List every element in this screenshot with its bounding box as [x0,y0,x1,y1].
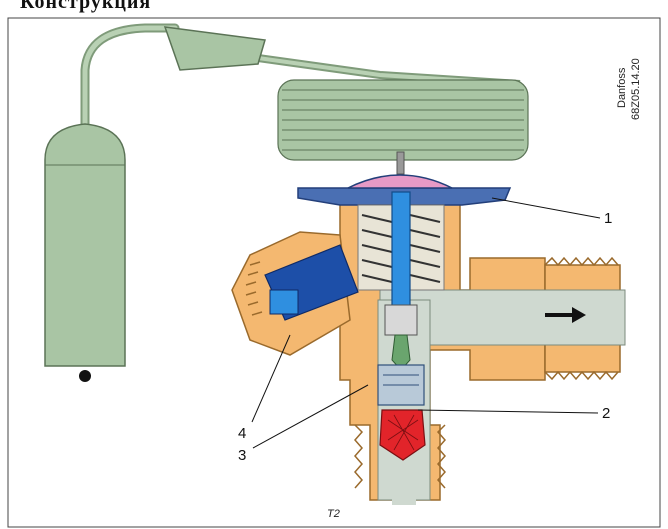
callout-3-leader [252,384,369,449]
capillary-clamp [163,26,266,71]
callout-3: 3 [238,447,246,464]
callout-4-leader [251,334,291,423]
callout-4: 4 [238,425,246,442]
capillary-tube-inner [82,25,178,133]
spring [361,214,441,283]
diagram-frame [7,17,661,528]
adjusting-screw [245,244,359,321]
callout-2: 2 [602,405,610,422]
drawing-code: 68Z05.14.20 [630,58,642,120]
stem-guide [384,304,418,336]
section-heading: Конструкция [20,0,152,13]
coil-connector [396,151,405,175]
diaphragm-cap [347,174,453,189]
sensing-bulb [44,123,126,367]
capillary-coil [277,79,529,161]
flow-arrow-icon [545,307,586,323]
bulb-dot [79,370,91,382]
valve-stem [391,191,411,311]
figure-label: T2 [327,508,340,520]
callout-2-leader [417,409,599,414]
callout-1-leader [491,197,601,219]
brand-name: Danfoss [616,67,628,108]
callout-1: 1 [604,210,612,227]
